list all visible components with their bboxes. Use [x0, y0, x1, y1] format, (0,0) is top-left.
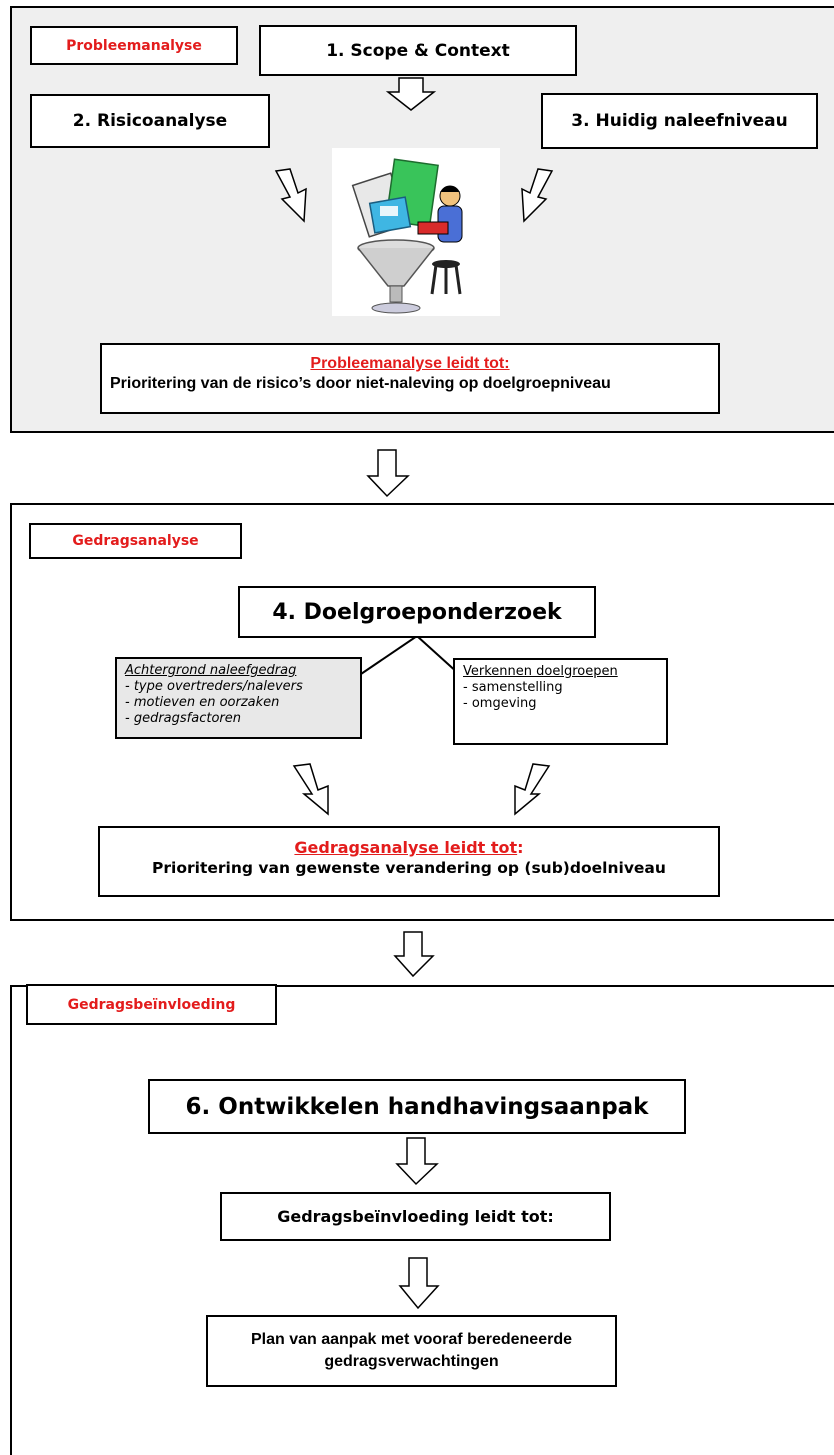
- list-item: - omgeving: [463, 696, 537, 711]
- gedragsanalyse-result-text: Prioritering van gewenste verandering op…: [152, 859, 666, 877]
- probleemanalyse-result-box: Probleemanalyse leidt tot: Prioritering …: [100, 343, 720, 414]
- down-arrow-icon: [385, 77, 437, 111]
- list-item: - gedragsfactoren: [125, 711, 241, 726]
- gedragsbeinvloeding-label-text: Gedragsbeïnvloeding: [67, 996, 236, 1013]
- list-item: - motieven en oorzaken: [125, 695, 280, 710]
- ontwikkelen-handhavingsaanpak-box: 6. Ontwikkelen handhavingsaanpak: [148, 1079, 686, 1134]
- huidig-naleefniveau-box: 3. Huidig naleefniveau: [541, 93, 818, 149]
- gedragsbeinvloeding-leidt-tot-text: Gedragsbeïnvloeding leidt tot:: [277, 1207, 554, 1226]
- gedragsanalyse-result-colon: :: [517, 838, 524, 857]
- gedragsanalyse-label: Gedragsanalyse: [29, 523, 242, 559]
- plan-van-aanpak-box: Plan van aanpak met vooraf beredeneerde …: [206, 1315, 617, 1387]
- down-arrow-icon: [398, 1257, 440, 1310]
- down-arrow-icon: [393, 931, 435, 978]
- ontwikkelen-text: 6. Ontwikkelen handhavingsaanpak: [185, 1093, 649, 1120]
- probleemanalyse-result-title: Probleemanalyse leidt tot:: [310, 355, 510, 372]
- funnel-illustration: [332, 148, 500, 316]
- doelgroeponderzoek-box: 4. Doelgroeponderzoek: [238, 586, 596, 638]
- scope-context-text: 1. Scope & Context: [326, 40, 510, 61]
- verkennen-doelgroepen-box: Verkennen doelgroepen - samenstelling - …: [453, 658, 668, 745]
- down-arrow-icon: [366, 449, 410, 498]
- scope-context-box: 1. Scope & Context: [259, 25, 577, 76]
- gedragsbeinvloeding-leidt-tot-box: Gedragsbeïnvloeding leidt tot:: [220, 1192, 611, 1241]
- gedragsanalyse-result-title: Gedragsanalyse leidt tot: [294, 838, 518, 857]
- doelgroeponderzoek-text: 4. Doelgroeponderzoek: [272, 599, 562, 625]
- connector-lines: [360, 636, 460, 675]
- diagonal-arrow-left-icon: [514, 763, 551, 816]
- gedragsanalyse-result-title-line: Gedragsanalyse leidt tot:: [100, 838, 718, 857]
- risicoanalyse-text: 2. Risicoanalyse: [72, 111, 228, 131]
- diagonal-arrow-right-icon: [292, 763, 329, 816]
- achtergrond-title: Achtergrond naleefgedrag: [125, 663, 297, 678]
- risicoanalyse-box: 2. Risicoanalyse: [30, 94, 270, 148]
- list-item: - type overtreders/nalevers: [125, 679, 303, 694]
- funnel-clipart-icon: [351, 158, 463, 314]
- probleemanalyse-result-text: Prioritering van de risico’s door niet-n…: [110, 375, 611, 392]
- probleemanalyse-label: Probleemanalyse: [30, 26, 238, 65]
- gedragsanalyse-label-text: Gedragsanalyse: [72, 533, 199, 549]
- plan-van-aanpak-text: Plan van aanpak met vooraf beredeneerde …: [250, 1331, 572, 1370]
- achtergrond-naleefgedrag-box: Achtergrond naleefgedrag - type overtred…: [115, 657, 362, 739]
- down-arrow-icon: [395, 1137, 439, 1186]
- probleemanalyse-label-text: Probleemanalyse: [66, 37, 202, 54]
- gedragsbeinvloeding-label: Gedragsbeïnvloeding: [26, 984, 277, 1025]
- gedragsanalyse-result-box: Gedragsanalyse leidt tot: Prioritering v…: [98, 826, 720, 897]
- verkennen-title: Verkennen doelgroepen: [463, 664, 618, 679]
- huidig-naleefniveau-text: 3. Huidig naleefniveau: [571, 111, 788, 131]
- diagonal-arrow-left-icon: [521, 168, 554, 223]
- list-item: - samenstelling: [463, 680, 563, 695]
- diagonal-arrow-right-icon: [274, 168, 307, 223]
